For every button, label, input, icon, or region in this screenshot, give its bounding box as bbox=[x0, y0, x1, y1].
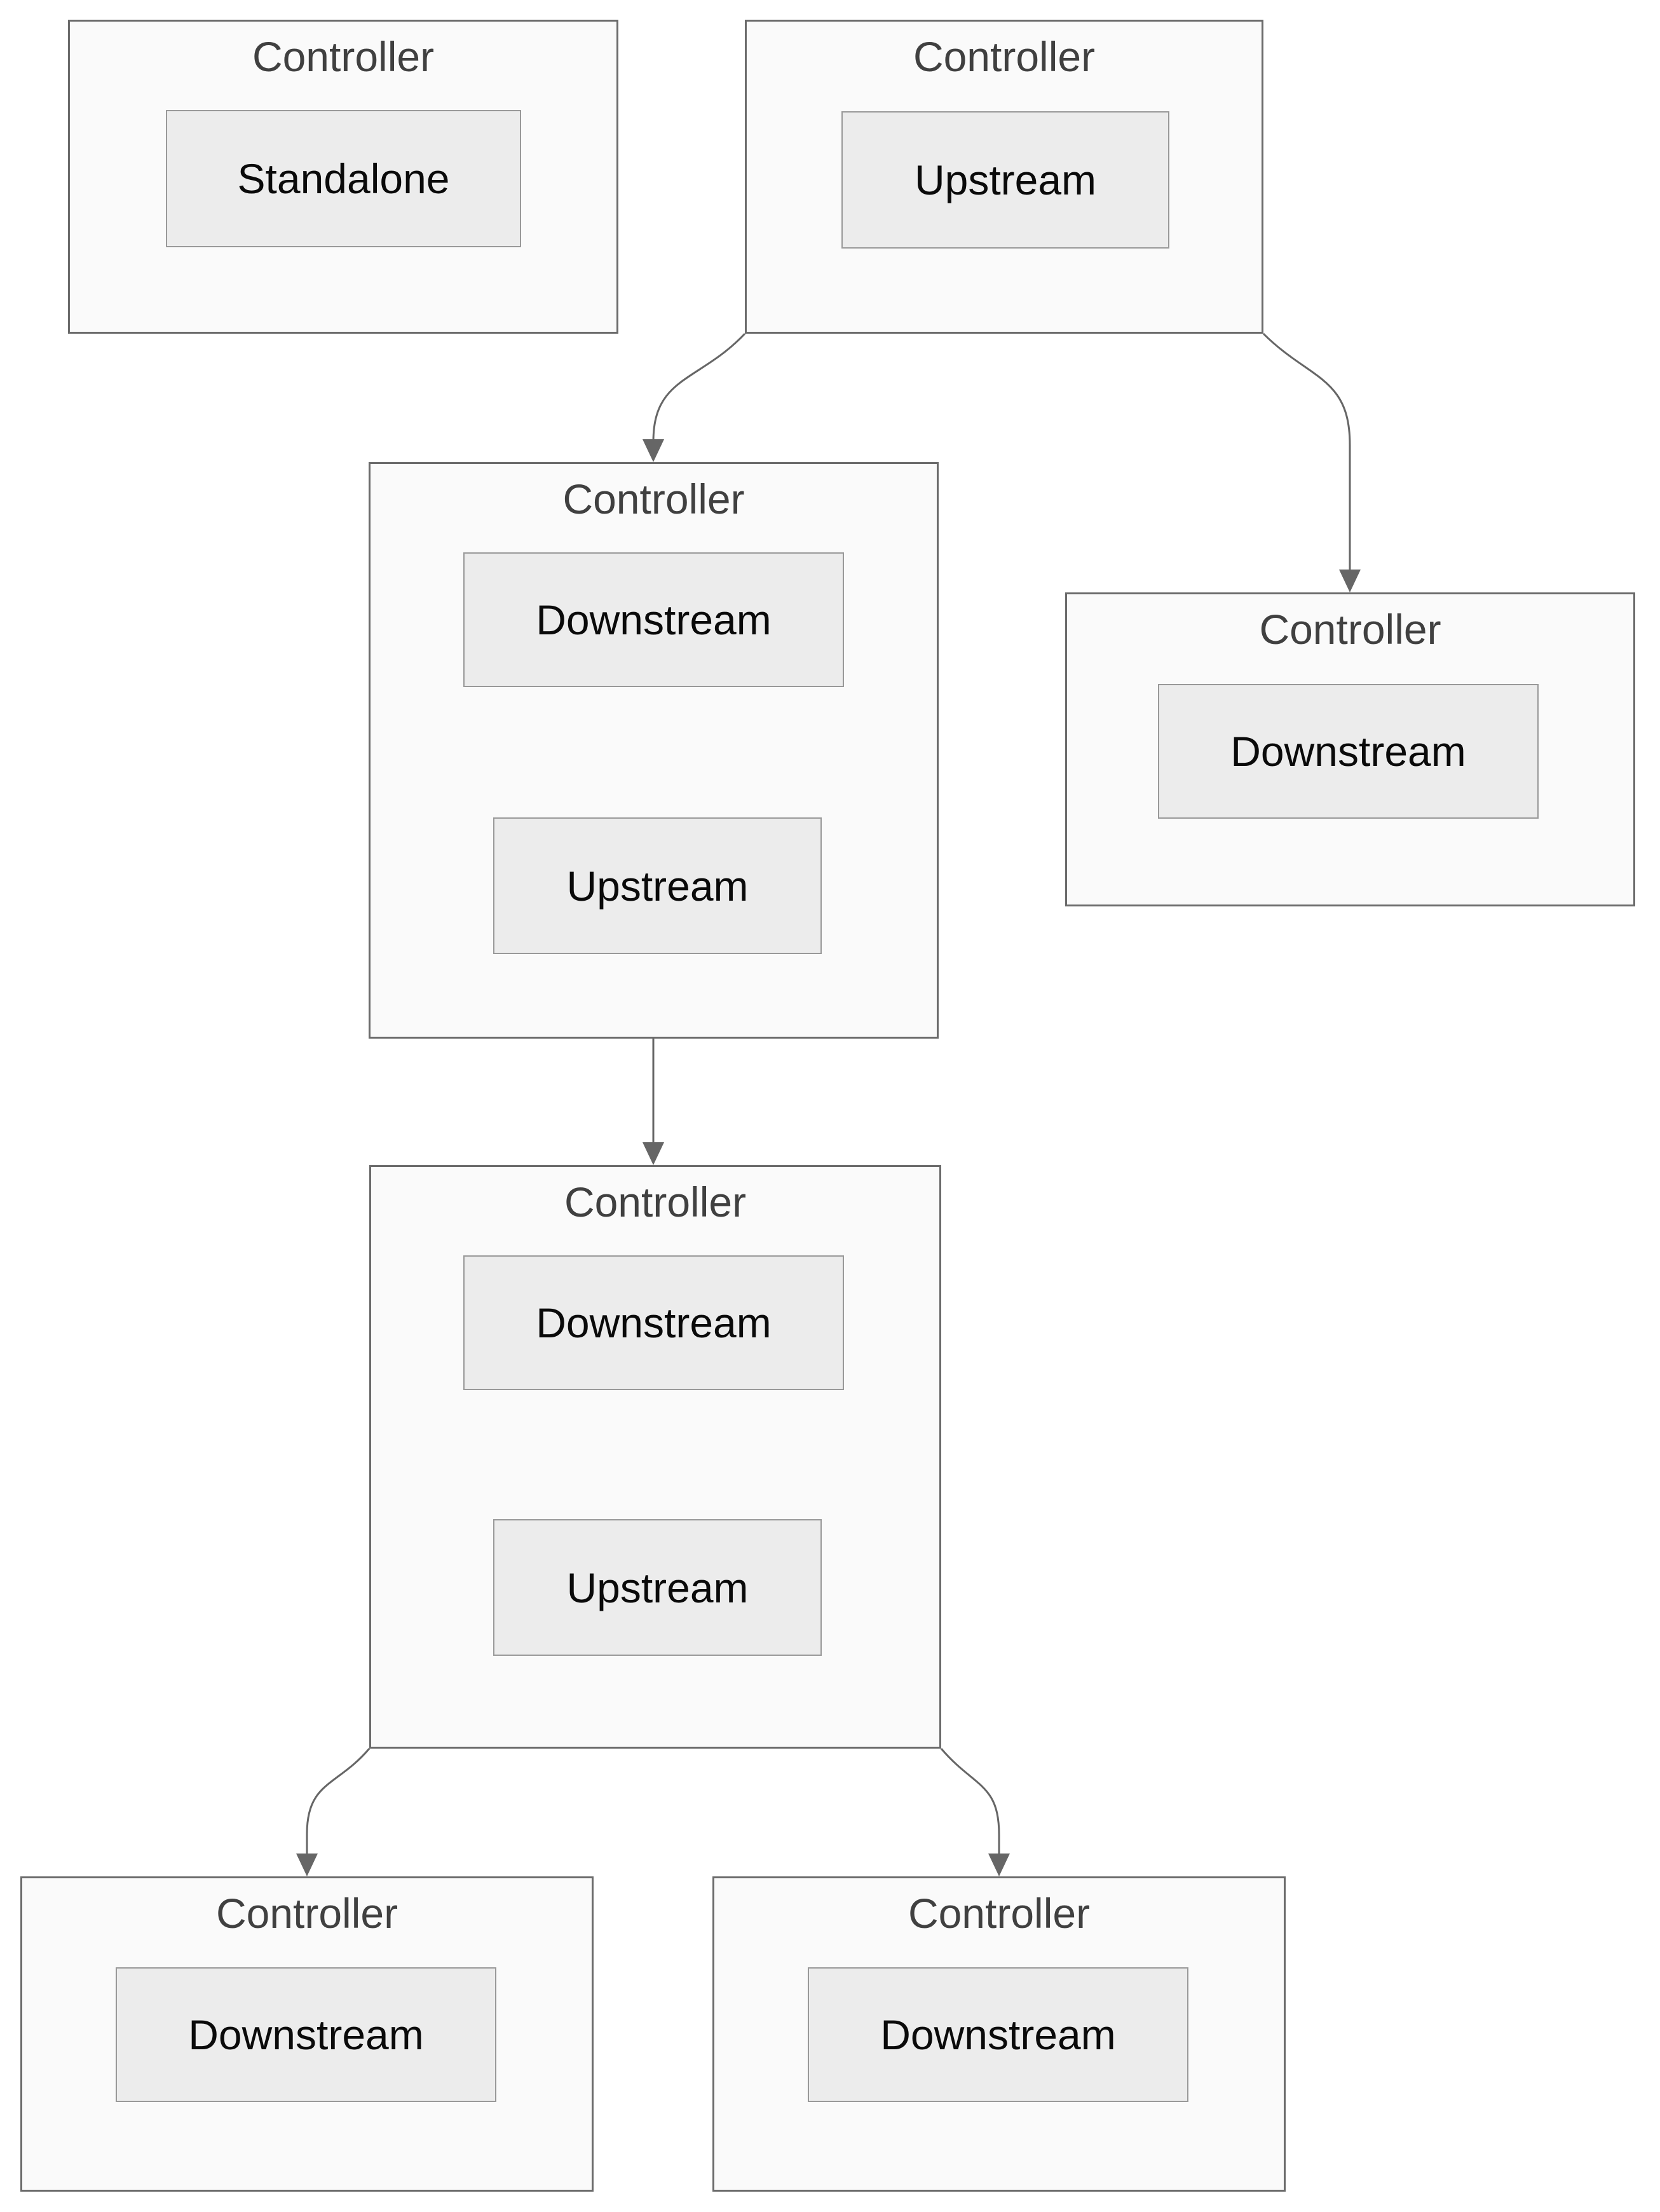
node-title: Controller bbox=[564, 1178, 747, 1225]
controller-node-bottom-left: Controller Downstream bbox=[20, 1876, 594, 2192]
child-block-upstream: Upstream bbox=[841, 111, 1169, 249]
edge-mid-2-to-bottom-right bbox=[940, 1748, 1010, 1876]
controller-node-standalone: Controller Standalone bbox=[68, 20, 618, 334]
node-title: Controller bbox=[252, 33, 435, 80]
controller-node-mid-1: Controller Downstream Upstream bbox=[369, 462, 939, 1039]
edge-mid-2-to-bottom-left bbox=[296, 1748, 371, 1876]
child-block-standalone: Standalone bbox=[166, 110, 521, 247]
node-title: Controller bbox=[215, 1890, 398, 1937]
edge-upstream-root-to-right-leaf bbox=[1262, 332, 1361, 592]
controller-node-right-leaf: Controller Downstream bbox=[1065, 592, 1635, 906]
node-title: Controller bbox=[908, 1890, 1091, 1937]
controller-node-upstream-root: Controller Upstream bbox=[745, 20, 1263, 334]
controller-node-bottom-right: Controller Downstream bbox=[712, 1876, 1286, 2192]
edge-upstream-root-to-mid-1 bbox=[643, 332, 746, 462]
edge-mid-1-to-mid-2 bbox=[643, 1039, 664, 1165]
node-title: Controller bbox=[913, 33, 1096, 80]
child-block-upstream: Upstream bbox=[493, 1519, 822, 1656]
child-block-upstream: Upstream bbox=[493, 817, 822, 954]
child-block-downstream: Downstream bbox=[1158, 684, 1539, 819]
controller-node-mid-2: Controller Downstream Upstream bbox=[369, 1165, 941, 1749]
node-title: Controller bbox=[1259, 606, 1441, 653]
child-block-downstream: Downstream bbox=[463, 552, 844, 687]
child-block-downstream: Downstream bbox=[116, 1967, 496, 2102]
node-title: Controller bbox=[562, 475, 745, 522]
child-block-downstream: Downstream bbox=[463, 1255, 844, 1390]
child-block-downstream: Downstream bbox=[808, 1967, 1188, 2102]
